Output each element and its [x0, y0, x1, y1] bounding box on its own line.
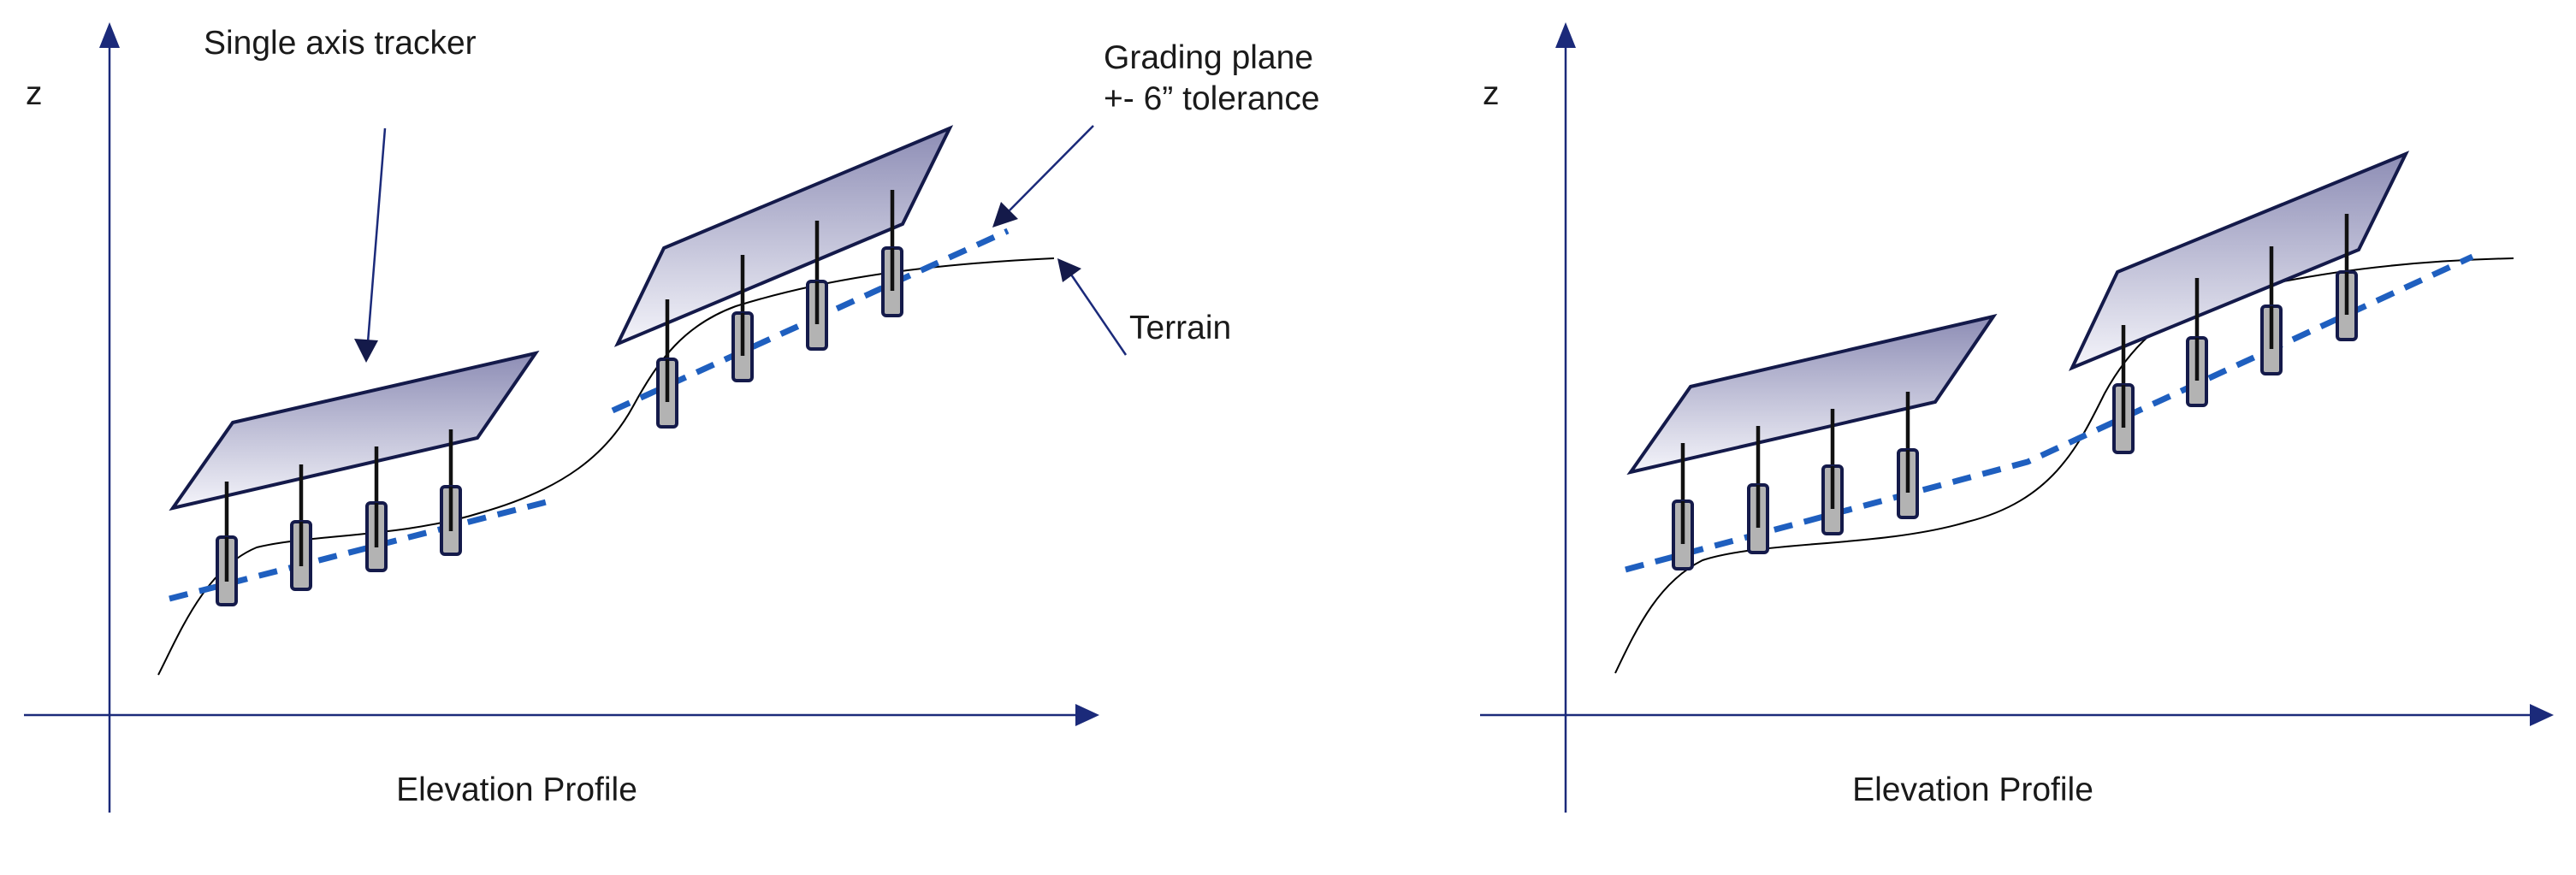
right-caption: Elevation Profile — [1852, 772, 2093, 808]
left-z-axis-arrow-icon — [99, 22, 120, 48]
right-tracker-2 — [2068, 151, 2410, 454]
left-caption: Elevation Profile — [396, 772, 637, 808]
left-tracker-2 — [613, 125, 954, 429]
left-x-axis-arrow-icon — [1075, 704, 1099, 726]
grading-annotation-label-line2: +- 6” tolerance — [1104, 80, 1320, 117]
right-tracker-1 — [1626, 313, 1998, 571]
tracker-panel — [169, 350, 540, 511]
left-tracker-1 — [169, 350, 540, 606]
tracker-annotation-label: Single axis tracker — [204, 25, 477, 62]
left-z-label: z — [26, 75, 43, 112]
right-diagram: z Elevation Profile — [1480, 22, 2554, 813]
terrain-leader-line — [1068, 271, 1128, 356]
grading-leader-line — [1009, 125, 1094, 211]
right-terrain-line — [1614, 257, 2514, 674]
tracker-panel — [613, 125, 954, 347]
grading-annotation-label-line1: Grading plane — [1104, 39, 1313, 76]
terrain-annotation-label: Terrain — [1129, 310, 1231, 346]
terrain-leader-arrow-icon — [1057, 258, 1081, 282]
right-z-axis-arrow-icon — [1555, 22, 1576, 48]
grading-leader-arrow-icon — [992, 202, 1018, 228]
tracker-leader-line — [366, 127, 387, 343]
right-x-axis-arrow-icon — [2530, 704, 2554, 726]
tracker-panel — [1626, 313, 1998, 476]
right-z-label: z — [1483, 75, 1500, 112]
left-diagram: z Elevation Profile — [24, 22, 1320, 813]
tracker-panel — [2068, 151, 2410, 371]
tracker-leader-arrow-icon — [354, 339, 378, 363]
